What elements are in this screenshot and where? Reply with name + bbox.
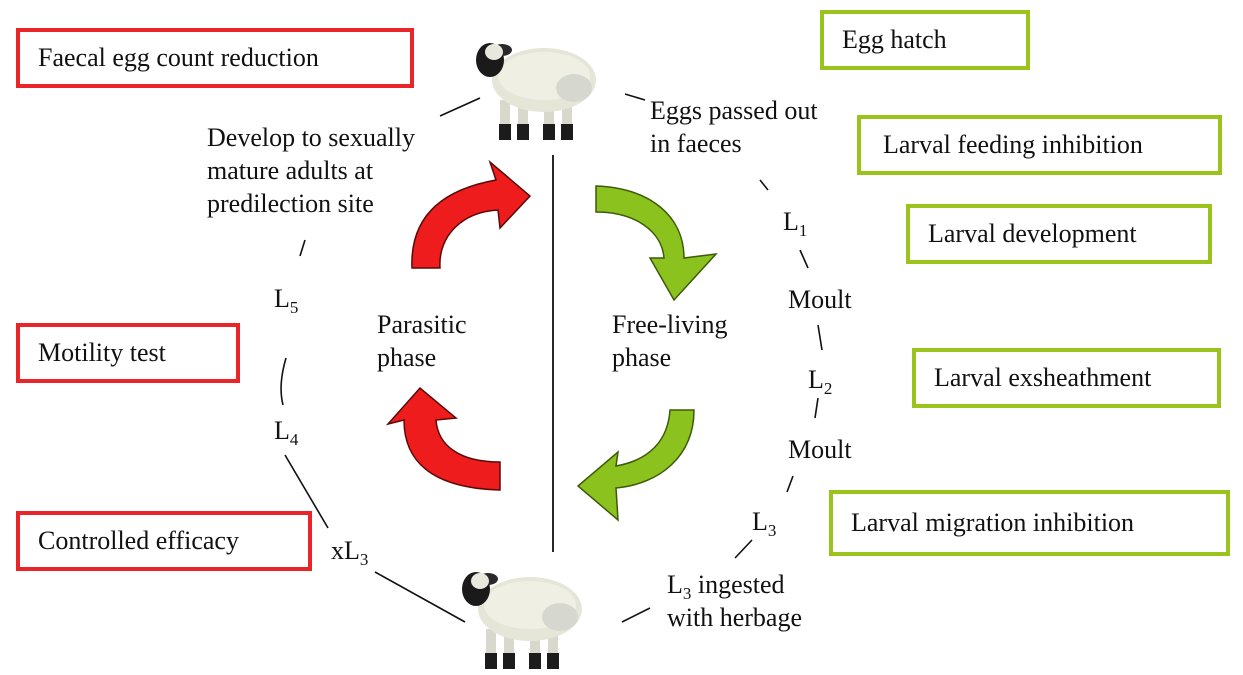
life-cycle-ring [280,93,823,623]
label-line: Parasitic [377,310,467,339]
label-line: phase [612,343,672,372]
stage-letter: L [274,416,290,445]
sheep-icon [476,43,596,140]
free-living-arrow-upper [595,185,718,302]
test-label: Motility test [38,338,166,367]
free-living-phase-label: Free-living phase [612,308,728,374]
test-label: Controlled efficacy [38,526,239,555]
label-line: Eggs passed out [650,96,818,125]
in-vivo-test-box: Controlled efficacy [16,511,312,571]
moult-label: Moult [788,433,852,466]
label-line: in faeces [650,129,742,158]
l3-ingested-label: L3 ingested with herbage [667,568,802,634]
stage-subscript: 1 [798,221,808,240]
develop-label: Develop to sexually mature adults at pre… [207,121,415,220]
stage-letter: L [667,570,683,599]
stage-l4-label: L4 [274,414,299,449]
test-label: Larval migration inhibition [851,508,1135,537]
stage-letter: L [808,365,824,394]
stage-letter: L [783,207,799,236]
in-vivo-test-box: Faecal egg count reduction [16,28,414,88]
in-vitro-test-box: Larval migration inhibition [829,490,1230,556]
stage-letter: L [274,284,290,313]
in-vitro-test-box: Larval exsheathment [912,348,1221,408]
label-text: ingested [697,570,785,599]
test-label: Faecal egg count reduction [38,43,319,72]
stage-xl3-label: xL3 [331,534,369,569]
in-vitro-test-box: Egg hatch [820,10,1030,70]
label-line: L3 ingested [667,568,802,603]
label-line: Develop to sexually [207,123,415,152]
stage-subscript: 5 [289,298,299,317]
parasitic-phase-label: Parasitic phase [377,308,467,374]
stage-subscript: 3 [767,521,777,540]
parasitic-arrow-upper [411,159,532,269]
stage-subscript: 4 [289,430,299,449]
test-label: Larval exsheathment [934,363,1152,392]
moult-text: Moult [788,285,852,314]
test-label: Larval development [928,219,1137,248]
stage-letter: L [344,536,360,565]
label-line: with herbage [667,603,803,632]
parasitic-arrow-lower [385,386,501,491]
moult-text: Moult [788,435,852,464]
sheep-icon [462,572,582,669]
label-line: predilection site [207,189,374,218]
stage-subscript: 2 [823,379,833,398]
free-living-arrow-lower [576,409,695,522]
stage-l3-label: L3 [752,505,777,540]
in-vivo-test-box: Motility test [16,323,240,383]
stage-l2-label: L2 [808,363,833,398]
stage-l5-label: L5 [274,282,299,317]
label-line: mature adults at [207,156,374,185]
stage-l1-label: L1 [783,205,808,240]
label-line: phase [377,343,437,372]
label-line: Free-living [612,310,728,339]
stage-prefix: x [331,536,344,565]
eggs-passed-label: Eggs passed out in faeces [650,94,818,160]
stage-subscript: 3 [682,584,692,603]
in-vitro-test-box: Larval development [906,204,1212,264]
stage-subscript: 3 [359,550,369,569]
moult-label: Moult [788,283,852,316]
stage-letter: L [752,507,768,536]
in-vitro-test-box: Larval feeding inhibition [857,115,1222,175]
test-label: Egg hatch [842,25,947,54]
test-label: Larval feeding inhibition [883,130,1143,159]
